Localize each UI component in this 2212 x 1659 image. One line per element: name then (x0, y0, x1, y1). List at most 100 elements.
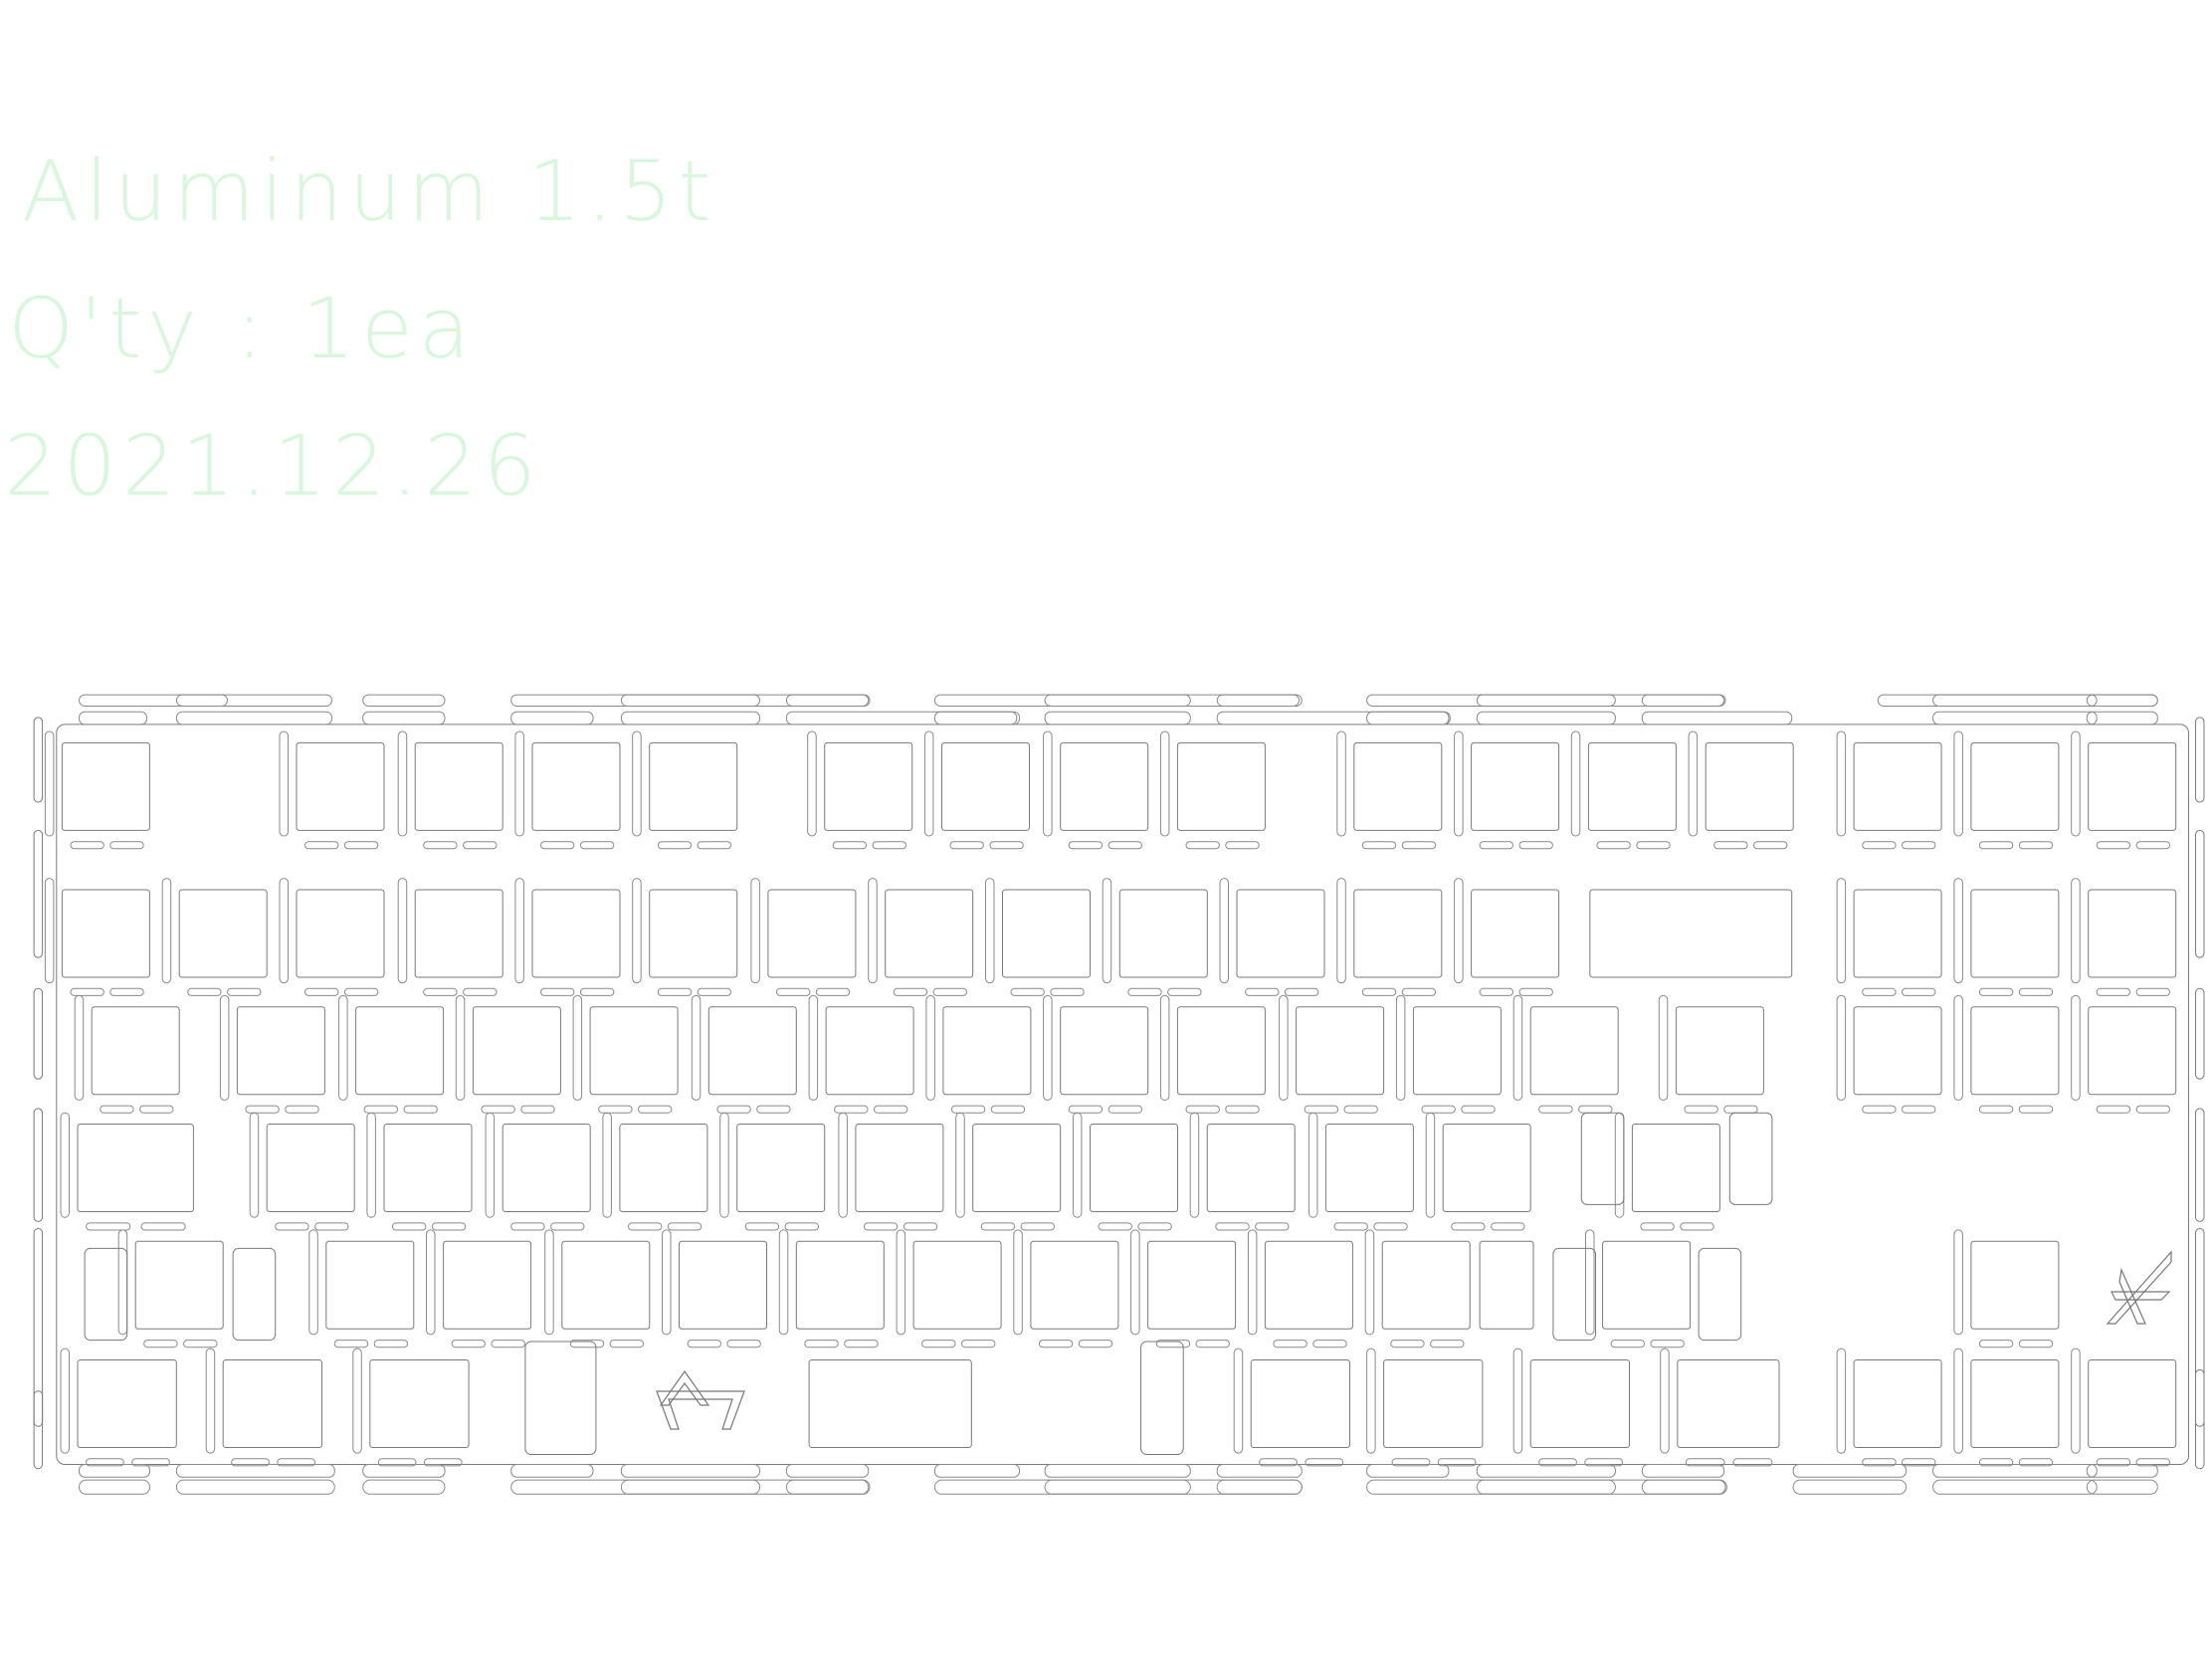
relief-side (1219, 878, 1229, 984)
relief-side (1043, 730, 1053, 837)
relief-side (352, 1348, 362, 1454)
relief-notch (1978, 987, 2014, 996)
relief-side (397, 878, 408, 984)
stab-cutout (1552, 1247, 1597, 1342)
relief-side (2071, 878, 2081, 984)
relief-side (308, 1229, 318, 1336)
relief-notch (1137, 1222, 1172, 1231)
relief-notch (70, 841, 104, 850)
relief-side (1189, 1112, 1200, 1218)
relief-notch (1225, 1105, 1260, 1114)
relief-side (2071, 730, 2081, 837)
date-note: 2021.12.26 (4, 417, 542, 515)
relief-notch (697, 841, 731, 850)
relief-side (1366, 1348, 1376, 1454)
switch-cutout (472, 1006, 561, 1096)
relief-side (1336, 730, 1346, 837)
relief-notch (343, 841, 379, 850)
relief-notch (1107, 1105, 1142, 1114)
relief-side (279, 730, 289, 837)
relief-notch (1312, 1340, 1347, 1348)
stab-cutout (1140, 1341, 1184, 1455)
top-slot (175, 694, 332, 707)
relief-notch (716, 1105, 751, 1114)
top-slot-inner (1476, 711, 1616, 726)
relief-notch (609, 1340, 644, 1348)
stab-cutout (1479, 1240, 1534, 1330)
spacebar-cutout (808, 1359, 972, 1448)
relief-side (1836, 730, 1847, 837)
relief-notch (726, 1340, 761, 1348)
relief-notch (2018, 1340, 2054, 1348)
relief-side (896, 1229, 906, 1336)
relief-notch (1185, 1105, 1220, 1114)
switch-cutout (325, 1240, 415, 1330)
relief-notch (131, 1458, 170, 1467)
relief-notch (227, 987, 262, 996)
relief-notch (1596, 841, 1631, 850)
relief-side (691, 994, 702, 1101)
relief-notch (1578, 1105, 1613, 1114)
logo-group (656, 1250, 2172, 1430)
relief-notch (815, 987, 851, 996)
bottom-slot (933, 1479, 1303, 1495)
switch-cutout (1383, 1359, 1484, 1448)
bottom-slot-inner (79, 1464, 150, 1478)
relief-notch (423, 1458, 463, 1467)
relief-notch (1255, 1222, 1290, 1231)
relief-notch (463, 841, 498, 850)
relief-side (60, 1112, 70, 1218)
bottom-slot (1216, 1479, 1303, 1495)
bottom-slot (362, 1479, 446, 1495)
relief-side (1043, 994, 1053, 1101)
relief-notch (1862, 1105, 1897, 1114)
relief-side (1364, 1229, 1375, 1336)
relief-notch (510, 1222, 545, 1231)
top-slot (510, 694, 871, 707)
switch-cutout (1090, 1124, 1178, 1212)
relief-notch (921, 1340, 956, 1348)
switch-cutout (2088, 1359, 2177, 1448)
relief-notch (2018, 841, 2054, 850)
relief-side (1688, 730, 1699, 837)
switch-cutout (1970, 1240, 2060, 1330)
relief-notch (481, 1105, 515, 1114)
relief-notch (1862, 987, 1897, 996)
switch-cutout (77, 1359, 177, 1448)
relief-notch (275, 1222, 309, 1231)
relief-notch (1098, 1222, 1132, 1231)
relief-notch (86, 1458, 124, 1467)
relief-notch (143, 1340, 178, 1348)
relief-side (1454, 878, 1464, 984)
relief-side (1159, 730, 1170, 837)
relief-notch (139, 1105, 174, 1114)
top-slot (1366, 694, 1726, 707)
relief-notch (392, 1222, 427, 1231)
switch-cutout (767, 889, 857, 978)
top-slot-inner (362, 711, 446, 726)
relief-notch (140, 1222, 186, 1231)
top-slot-inner (1932, 711, 2098, 726)
relief-notch (638, 1105, 673, 1114)
relief-notch (1713, 841, 1748, 850)
bottom-slot (2086, 1479, 2158, 1495)
relief-notch (277, 1458, 315, 1467)
switch-cutout (1176, 1006, 1266, 1096)
bottom-slot-inner (1932, 1464, 2098, 1478)
stab-cutout (1698, 1247, 1742, 1342)
relief-notch (1333, 1222, 1368, 1231)
switch-cutout (1529, 1006, 1619, 1096)
relief-side (1512, 994, 1523, 1101)
relief-notch (1978, 1340, 2014, 1348)
bottom-slot-inner (933, 1464, 1021, 1478)
relief-notch (2135, 987, 2171, 996)
relief-side (602, 1112, 612, 1218)
top-slot (1216, 694, 1303, 707)
relief-notch (1038, 1340, 1074, 1348)
relief-notch (990, 1105, 1026, 1114)
relief-notch (1195, 1340, 1230, 1348)
edge-rail-left (33, 987, 44, 1080)
relief-notch (667, 1222, 703, 1231)
switch-cutout (1353, 889, 1443, 978)
switch-cutout (972, 1124, 1062, 1212)
